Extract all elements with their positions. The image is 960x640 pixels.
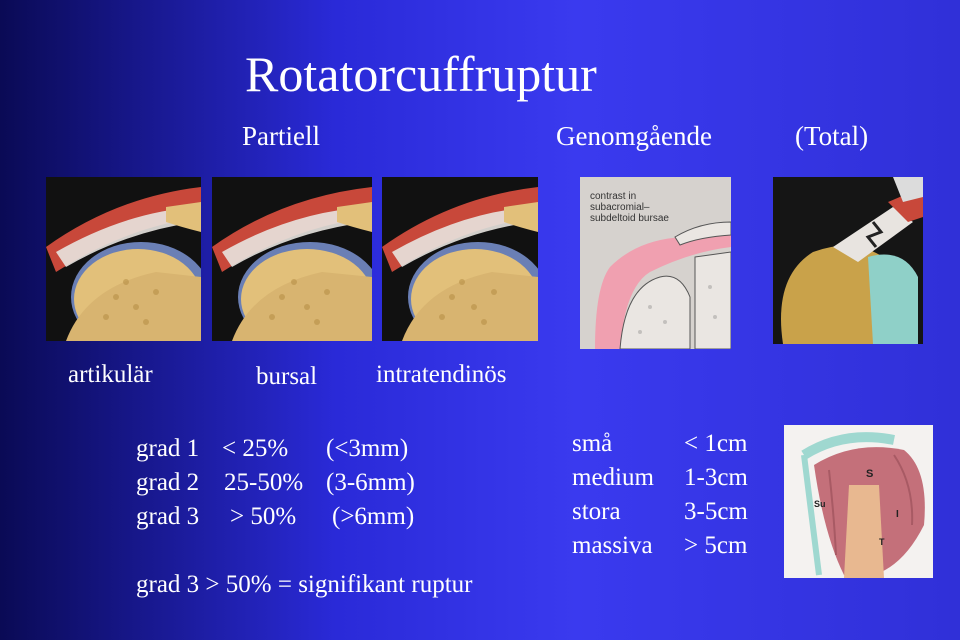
size-value: 3-5cm xyxy=(684,498,748,525)
grade-label: grad 1 xyxy=(136,435,200,462)
size-label: massiva xyxy=(572,532,653,559)
illustration-articular-tear xyxy=(46,177,201,341)
grade-thickness: (>6mm) xyxy=(332,503,415,530)
caption-bursal: bursal xyxy=(256,363,318,390)
illustration-rotator-cuff-anatomy: S Su I T xyxy=(784,425,933,578)
subtitle-total: (Total) xyxy=(795,121,869,151)
size-value: < 1cm xyxy=(684,430,748,457)
slide-title: Rotatorcuffruptur xyxy=(245,46,597,102)
size-label: stora xyxy=(572,498,621,525)
grade-label: grad 3 xyxy=(136,503,200,530)
grade-note: grad 3 > 50% = signifikant ruptur xyxy=(136,571,473,598)
illustration-bursal-tear xyxy=(212,177,372,341)
illustration-total-tear xyxy=(773,177,923,344)
grade-percentage: 25-50% xyxy=(224,469,304,496)
anatomy-label-i: I xyxy=(896,509,899,520)
anatomy-label-su: Su xyxy=(814,499,826,509)
caption-intratendinous: intratendinös xyxy=(376,361,507,388)
xray-label-line1: contrast in xyxy=(590,191,636,202)
anatomy-label-s: S xyxy=(866,468,873,480)
xray-label-line3: subdeltoid bursae xyxy=(590,213,669,224)
grade-thickness: (3-6mm) xyxy=(326,469,415,496)
illustration-contrast-bursae: contrast in subacromial– subdeltoid burs… xyxy=(580,177,731,349)
size-table: små < 1cm medium 1-3cm stora 3-5cm massi… xyxy=(572,427,772,567)
size-value: > 5cm xyxy=(684,532,748,559)
anatomy-label-t: T xyxy=(879,537,885,547)
size-value: 1-3cm xyxy=(684,464,748,491)
grade-percentage: < 25% xyxy=(222,435,289,462)
subtitle-partial: Partiell xyxy=(242,121,320,151)
grade-percentage: > 50% xyxy=(230,503,297,530)
grade-thickness: (<3mm) xyxy=(326,435,409,462)
size-label: små xyxy=(572,430,613,457)
subtitle-full-thickness: Genomgående xyxy=(556,121,712,151)
caption-articular: artikulär xyxy=(68,361,153,388)
illustration-intratendinous-tear xyxy=(382,177,538,341)
grade-label: grad 2 xyxy=(136,469,200,496)
xray-label-line2: subacromial– xyxy=(590,202,650,213)
grade-table: grad 1 < 25% (<3mm) grad 2 25-50% (3-6mm… xyxy=(136,432,456,542)
size-label: medium xyxy=(572,464,654,491)
